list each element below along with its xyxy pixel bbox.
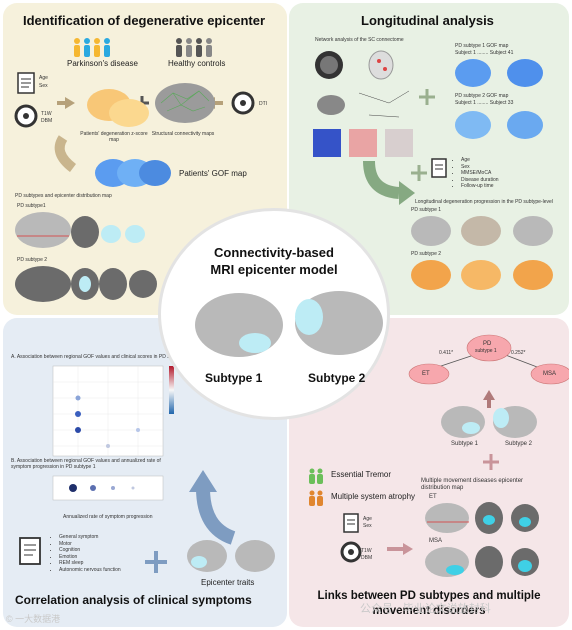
label-progression-header: Longitudinal degeneration progression in…	[415, 199, 553, 205]
network-analysis-figure	[313, 50, 413, 157]
panel-title-line2: movement disorders	[372, 605, 486, 617]
label-heading-a: A. Association between regional GOF valu…	[11, 354, 188, 360]
label-dti: DTI	[259, 101, 268, 107]
label-subtype2: Subtype 2	[505, 441, 533, 447]
subtype-brain-slices	[15, 212, 157, 302]
covariate-item: Follow-up time	[461, 183, 499, 190]
label-sub2-gof: PD subtype 2 GOF map	[455, 93, 509, 99]
label-healthy-controls: Healthy controls	[168, 59, 226, 68]
correlation-network	[408, 334, 569, 408]
covariate-item: MMSE/MoCA	[461, 170, 499, 177]
label-pd-subtype2: PD subtype 2	[411, 251, 442, 257]
label-sex: Sex	[39, 83, 48, 89]
panel-title: Longitudinal analysis	[361, 13, 494, 28]
label-heading-b: B. Association between regional GOF valu…	[11, 458, 161, 470]
gof-brains	[95, 159, 171, 187]
covariate-item: Disease duration	[461, 177, 499, 184]
clipboard-icon	[14, 72, 38, 128]
symptom-item: Emotion	[59, 554, 121, 561]
plus-icon	[411, 165, 427, 181]
covariate-item: Age	[461, 157, 499, 164]
progression-dot-plot	[52, 475, 164, 501]
panel-title: Correlation analysis of clinical symptom…	[15, 593, 252, 607]
panel-title: Identification of degenerative epicenter	[23, 13, 265, 28]
label-gof-map: Patients' GOF map	[179, 169, 247, 178]
label-age: Age	[39, 75, 48, 81]
node-msa: MSA	[543, 371, 557, 377]
label-subtype1: Subtype 1	[451, 441, 479, 447]
clipboard-icon	[431, 158, 447, 178]
label-epicenter-traits: Epicenter traits	[201, 578, 255, 587]
connectivity-brain	[155, 83, 215, 123]
label-x-caption: Annualized rate of symptom progression	[63, 514, 153, 520]
label-dbm: DBM	[361, 555, 373, 561]
center-subtype2: Subtype 2	[308, 371, 366, 385]
scanner-icon	[231, 91, 255, 115]
people-icons	[309, 468, 323, 506]
label-sub1-range: Subject 1 ........ Subject 41	[455, 50, 514, 56]
symptom-item: Motor	[59, 541, 121, 548]
watermark-right: 公众号 · 毕业论文说放封科	[360, 603, 491, 615]
covariate-list: Age Sex MMSE/MoCA Disease duration Follo…	[453, 157, 499, 190]
curved-arrow	[189, 470, 236, 545]
edge-pd-msa: 0.252*	[511, 350, 526, 356]
plus-icon	[145, 551, 167, 573]
watermark-left: © 一大数据港	[6, 614, 61, 624]
label-sub1-gof: PD subtype 1 GOF map	[455, 43, 509, 49]
center-model: Connectivity-based MRI epicenter model S…	[158, 208, 390, 420]
disease-brain-slices	[425, 502, 539, 578]
center-subtype1: Subtype 1	[205, 371, 263, 385]
gof-subject-maps	[455, 59, 543, 139]
label-t1w: T1W	[41, 111, 52, 117]
label-msa: MSA	[429, 538, 443, 544]
symptom-list: General symptom Motor Cognition Emotion …	[51, 534, 121, 574]
symptom-item: REM sleep	[59, 560, 121, 567]
label-zscore-map: Patients' degeneration z-score map	[80, 131, 148, 143]
zscore-brains	[87, 89, 149, 127]
label-et: ET	[429, 494, 437, 500]
label-t1w: T1W	[361, 548, 372, 554]
progression-brains	[411, 216, 553, 290]
center-title-line1: Connectivity-based	[214, 245, 334, 260]
panel-identification: Identification of degenerative epicenter…	[3, 3, 287, 315]
label-dbm: DBM	[41, 118, 53, 124]
label-sc-maps: Structural connectivity maps	[151, 131, 215, 137]
arrow-icon	[387, 543, 413, 555]
edge-et-pd: 0.411*	[439, 350, 454, 356]
subtype-brains	[441, 406, 537, 438]
node-et: ET	[422, 371, 430, 377]
panel-title: Links between PD subtypes and multiple	[317, 590, 541, 602]
clipboard-icon	[340, 513, 362, 563]
symptom-item: General symptom	[59, 534, 121, 541]
covariate-item: Sex	[461, 164, 499, 171]
center-title-line2: MRI epicenter model	[210, 262, 338, 277]
label-age: Age	[363, 516, 372, 522]
clipboard-icon	[19, 537, 41, 565]
label-distribution-header: PD subtypes and epicenter distribution m…	[15, 193, 112, 199]
symptom-item: Cognition	[59, 547, 121, 554]
label-msa-full: Multiple system atrophy	[331, 492, 416, 501]
plus-icon	[419, 89, 435, 105]
label-network-analysis: Network analysis of the SC connectome	[315, 37, 404, 43]
label-essential-tremor: Essential Tremor	[331, 470, 392, 479]
symptom-item: Autonomic nervous function	[59, 567, 121, 574]
association-heatmap	[52, 365, 174, 457]
people-icons	[74, 38, 212, 57]
label-pd-subtype1: PD subtype 1	[411, 207, 442, 213]
label-map-title-2: distribution map	[421, 485, 464, 491]
label-pd-subtype1: PD subtype1	[17, 203, 46, 209]
node-pd-subtype: subtype 1	[475, 348, 497, 354]
epicenter-trait-brains	[187, 540, 275, 572]
label-pd-subtype2: PD subtype 2	[17, 257, 48, 263]
label-sub2-range: Subject 1 ........ Subject 33	[455, 100, 514, 106]
curved-arrow	[363, 160, 415, 205]
subtype-model-brains	[195, 291, 383, 357]
plus-icon	[483, 454, 499, 470]
label-sex: Sex	[363, 523, 372, 529]
panel-longitudinal: Longitudinal analysis Network analysis o…	[289, 3, 569, 315]
label-map-title-1: Multiple movement diseases epicenter	[421, 478, 524, 484]
node-pd: PD	[483, 341, 492, 347]
label-parkinsons: Parkinson's disease	[67, 59, 138, 68]
